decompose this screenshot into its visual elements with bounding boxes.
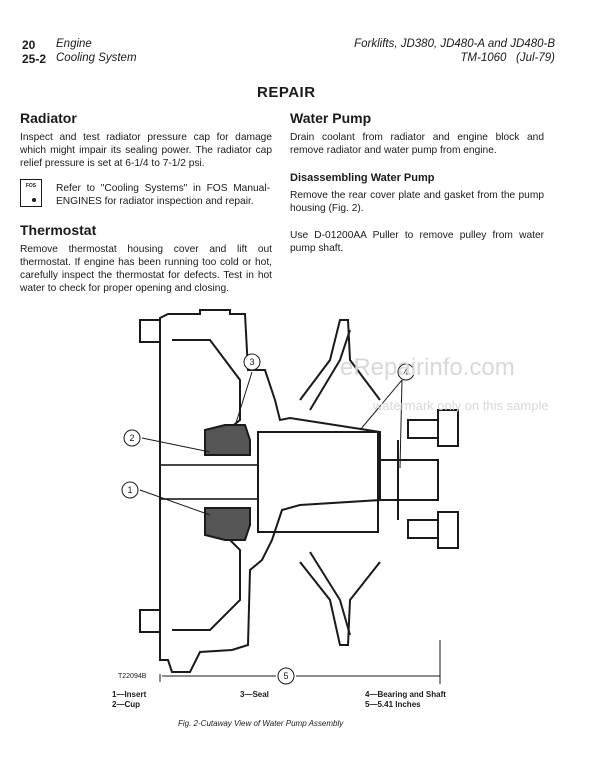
watermark-site: eRepairinfo.com xyxy=(340,354,515,381)
legend-insert: 1—Insert xyxy=(112,690,147,699)
callout-3: 3 xyxy=(249,357,254,367)
fos-icon-label: FOS xyxy=(25,183,37,189)
thermostat-body: Remove thermostat housing cover and lift… xyxy=(20,244,272,294)
subsection-title: Cooling System xyxy=(56,52,137,64)
fos-note: Refer to "Cooling Systems" in FOS Manual… xyxy=(56,183,270,207)
callout-1: 1 xyxy=(127,485,132,495)
callout-5-circle xyxy=(277,667,295,685)
manual-code: TM-1060 (Jul-79) xyxy=(460,52,555,64)
page-number: 20 xyxy=(22,38,36,52)
water-pump-cutaway-figure: 1 2 3 4 5 T22094B xyxy=(118,309,459,685)
disassembling-subheading: Disassembling Water Pump xyxy=(290,172,435,184)
section-number: 25-2 xyxy=(22,52,47,66)
legend-bearing-shaft: 4—Bearing and Shaft xyxy=(365,690,446,699)
disassembly-step-1: Remove the rear cover plate and gasket f… xyxy=(290,190,544,214)
legend-cup: 2—Cup xyxy=(112,700,140,709)
water-pump-heading: Water Pump xyxy=(290,110,372,126)
fos-manual-icon: FOS xyxy=(20,179,42,207)
fos-icon-dot xyxy=(32,198,36,202)
callout-2-circle xyxy=(123,429,141,447)
section-title: Engine xyxy=(56,38,92,50)
figure-caption: Fig. 2-Cutaway View of Water Pump Assemb… xyxy=(178,719,344,728)
callout-4-circle xyxy=(397,363,415,381)
radiator-heading: Radiator xyxy=(20,110,77,126)
manual-models: Forklifts, JD380, JD480-A and JD480-B xyxy=(354,38,555,50)
thermostat-heading: Thermostat xyxy=(20,222,97,238)
callout-4: 4 xyxy=(403,367,408,377)
callout-5: 5 xyxy=(283,671,288,681)
callout-3-circle xyxy=(243,353,261,371)
figure-code: T22094B xyxy=(118,673,147,680)
callout-2: 2 xyxy=(129,433,134,443)
disassembly-step-2: Use D-01200AA Puller to remove pulley fr… xyxy=(290,230,544,254)
page-title: REPAIR xyxy=(257,84,316,101)
radiator-body: Inspect and test radiator pressure cap f… xyxy=(20,132,272,169)
legend-seal: 3—Seal xyxy=(240,690,269,699)
watermark-note: watermark only on this sample xyxy=(373,398,549,413)
callout-1-circle xyxy=(121,481,139,499)
water-pump-body: Drain coolant from radiator and engine b… xyxy=(290,132,544,156)
legend-dimension: 5—5.41 Inches xyxy=(365,700,421,709)
